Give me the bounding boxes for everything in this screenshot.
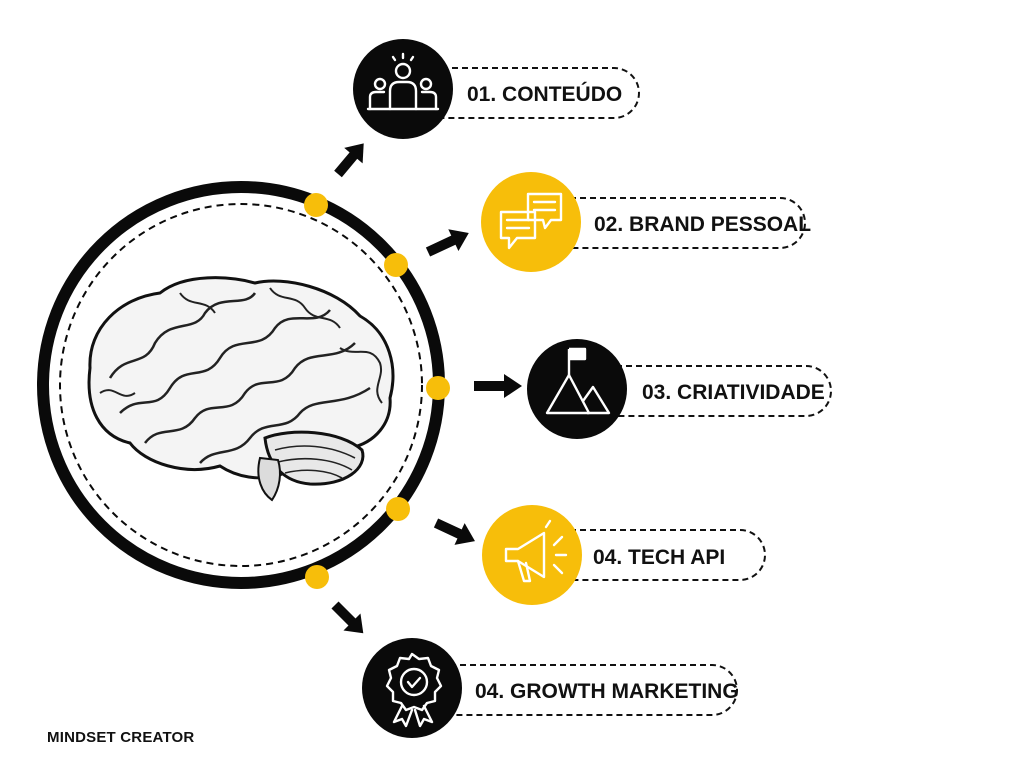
item-4-circle — [482, 505, 582, 605]
brain-icon — [87, 276, 395, 502]
footer-caption: MINDSET CREATOR — [47, 729, 195, 746]
arrow-5 — [331, 601, 364, 634]
item-4-label: 04. TECH API — [593, 546, 725, 569]
item-2-label: 02. BRAND PESSOAL — [594, 213, 811, 236]
connector-dot-4 — [386, 497, 410, 521]
item-1-label: 01. CONTEÚDO — [467, 82, 622, 106]
arrow-2 — [425, 229, 469, 257]
item-1-circle — [353, 39, 453, 139]
people-group-icon — [366, 52, 440, 111]
item-5-label: 04. GROWTH MARKETING — [475, 680, 739, 703]
ring-connector-dots — [304, 193, 450, 589]
chat-bubbles-icon — [499, 192, 563, 250]
connector-dot-1 — [304, 193, 328, 217]
item-4: 04. TECH API — [482, 505, 766, 605]
connector-dot-2 — [384, 253, 408, 277]
arrow-3 — [474, 374, 522, 398]
item-3: 03. CRIATIVIDADE — [527, 339, 832, 439]
connector-dot-3 — [426, 376, 450, 400]
item-5: 04. GROWTH MARKETING — [362, 638, 739, 738]
award-badge-icon — [385, 652, 443, 728]
connector-dot-5 — [305, 565, 329, 589]
mountain-flag-icon — [545, 347, 611, 415]
item-2-circle — [481, 172, 581, 272]
megaphone-icon — [504, 519, 568, 583]
arrow-1 — [334, 143, 364, 178]
item-2: 02. BRAND PESSOAL — [481, 172, 811, 272]
item-3-label: 03. CRIATIVIDADE — [642, 381, 825, 404]
item-1: 01. CONTEÚDO — [353, 39, 640, 139]
arrow-4 — [433, 518, 475, 545]
arrows — [331, 143, 522, 634]
